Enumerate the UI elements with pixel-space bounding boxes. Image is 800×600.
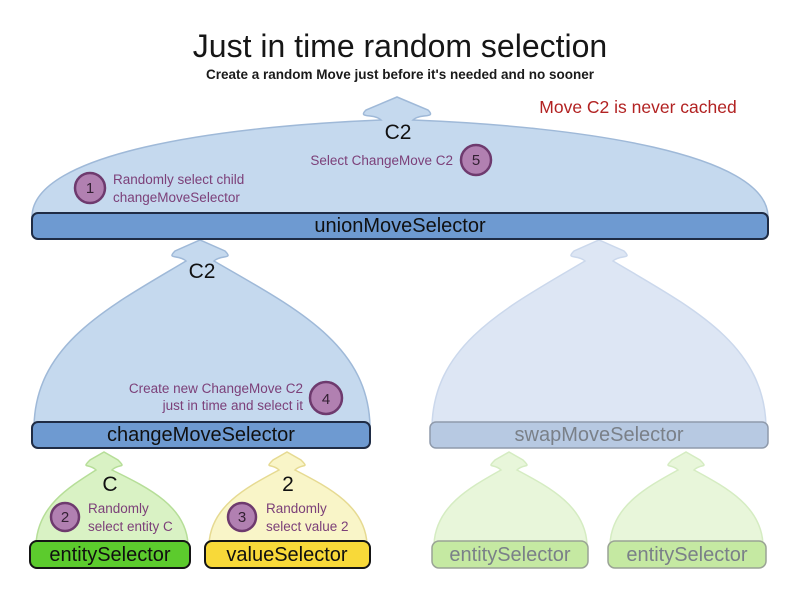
change-move-selector-funnel [33, 239, 371, 427]
entity-selector-bar [29, 540, 191, 569]
change-output-label: C2 [189, 260, 216, 283]
faded-entity-selector-funnel-1 [433, 451, 588, 545]
page-title: Just in time random selection [193, 28, 607, 64]
step-2-text-line-2: select entity C [88, 519, 173, 534]
swap-move-selector-funnel [431, 239, 767, 427]
value-selector-label: valueSelector [226, 544, 348, 566]
step-2-number: 2 [61, 509, 69, 526]
faded-entity-selector-bar-1 [431, 540, 589, 569]
step-4-text-line-2: just in time and select it [162, 398, 304, 413]
step-4-number: 4 [322, 391, 330, 408]
faded-entity-selector-bar-2 [607, 540, 767, 569]
swap-move-selector-bar [429, 421, 769, 449]
step-3-text-line-2: select value 2 [266, 519, 349, 534]
faded-entity-selector-label-1: entitySelector [449, 544, 571, 566]
step-1-text-line-1: Randomly select child [113, 172, 244, 187]
change-move-selector-bar [31, 421, 371, 449]
step-4-text-line-1: Create new ChangeMove C2 [129, 381, 303, 396]
step-2-text-line-1: Randomly [88, 501, 149, 516]
step-1-text-line-2: changeMoveSelector [113, 190, 240, 205]
step-1-badge [73, 171, 107, 205]
value-selector-bar [204, 540, 371, 569]
step-5-number: 5 [472, 152, 480, 169]
faded-entity-selector-funnel-2 [609, 451, 764, 545]
step-1-number: 1 [86, 180, 94, 197]
step-5-text: Select ChangeMove C2 [310, 153, 453, 168]
entity-output-label: C [102, 473, 117, 496]
faded-entity-selector-label-2: entitySelector [626, 544, 748, 566]
swap-move-selector-label: swapMoveSelector [515, 424, 684, 446]
union-output-label: C2 [385, 121, 412, 144]
step-3-number: 3 [238, 509, 246, 526]
union-move-selector-funnel [31, 96, 769, 217]
step-3-badge [226, 501, 258, 533]
step-4-badge [308, 380, 344, 416]
step-5-badge [459, 143, 493, 177]
entity-selector-label: entitySelector [49, 544, 171, 566]
step-2-badge [49, 501, 81, 533]
change-move-selector-label: changeMoveSelector [107, 424, 295, 446]
note-move-never-cached: Move C2 is never cached [539, 97, 736, 117]
step-3-text-line-1: Randomly [266, 501, 327, 516]
value-output-label: 2 [282, 473, 294, 496]
union-move-selector-label: unionMoveSelector [314, 215, 486, 237]
page-subtitle: Create a random Move just before it's ne… [206, 67, 595, 82]
union-move-selector-bar [31, 212, 769, 240]
